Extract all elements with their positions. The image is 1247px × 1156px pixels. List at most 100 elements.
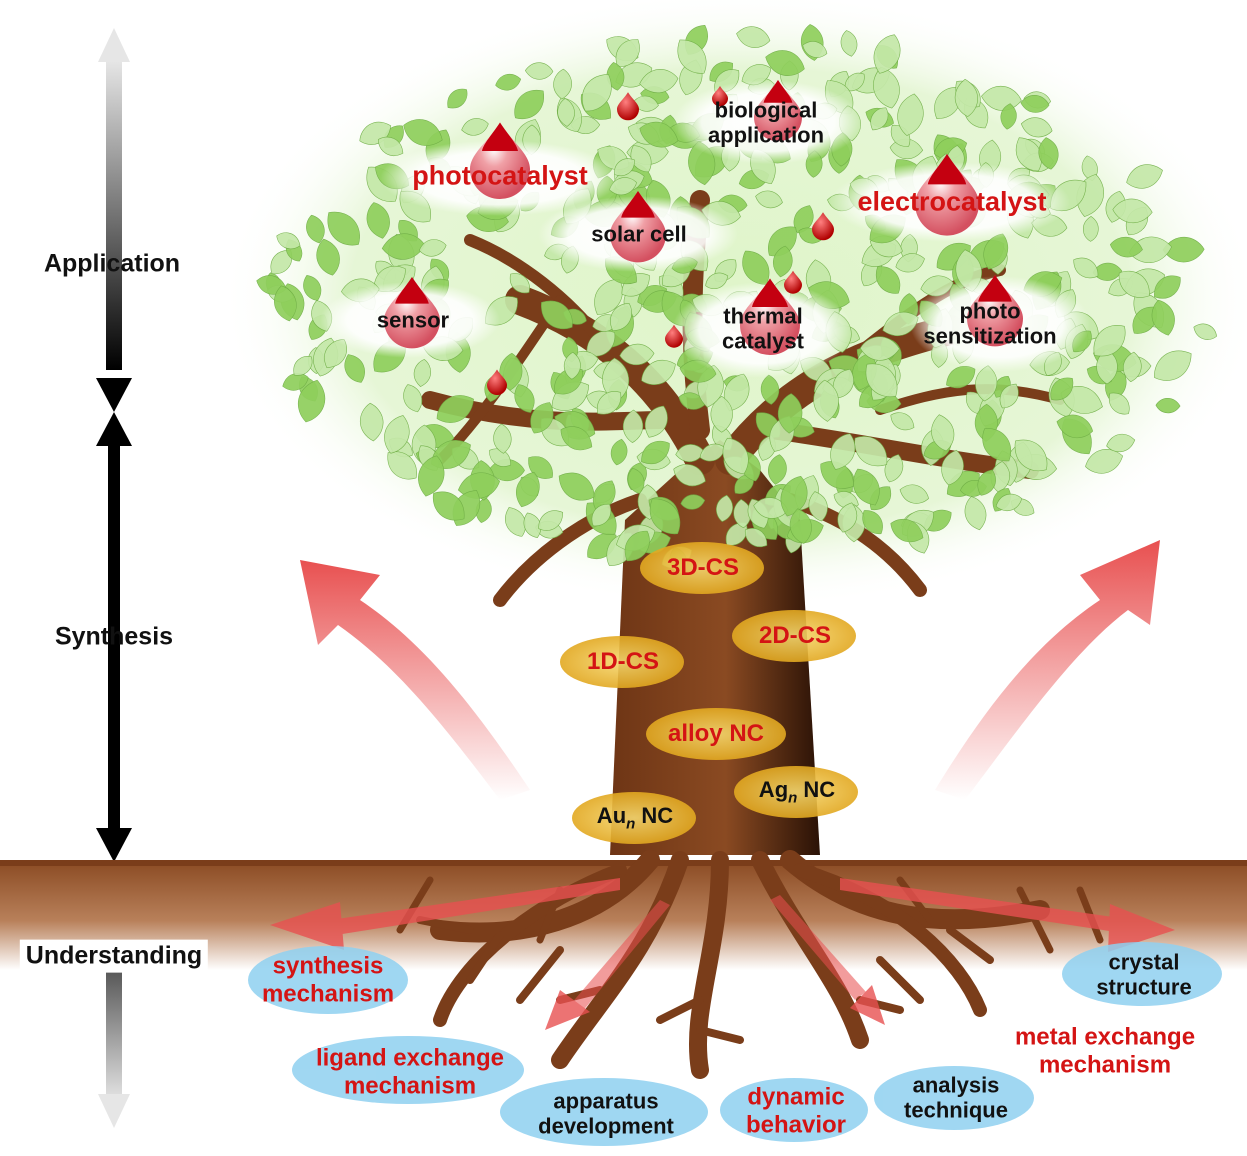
leaf [316,238,340,276]
leaf [436,395,474,423]
leaf [870,107,889,131]
label-line: development [538,1114,674,1139]
leaf [563,351,581,380]
label-au-sub: n [626,815,636,833]
leaf [1000,103,1017,130]
label-sensor: sensor [376,307,450,333]
label-crystal-structure: crystal structure [1096,950,1191,1001]
label-line: mechanism [261,980,395,1007]
leaf [1193,323,1217,340]
label-ligand-exchange-mechanism: ligand exchange mechanism [316,1044,504,1099]
leaf [306,214,325,244]
label-line: photo [959,298,1021,324]
leaf [890,412,915,431]
label-line: behavior [745,1111,847,1138]
label-biological-application: biological application [708,98,824,149]
leaf [837,502,858,533]
leaf [514,89,545,120]
leaf [418,239,447,257]
leaf [432,491,465,521]
fruit-drop [384,277,440,349]
leaf [876,266,901,294]
fruit-drops [384,80,1023,395]
leaf [557,98,575,127]
leaf [802,41,828,58]
label-au-suffix: NC [635,803,674,829]
label-line: sensitization [923,324,1057,349]
leaf [630,145,652,173]
fruit-drop [915,154,979,236]
fruit-drop-small [665,324,683,348]
leaf [553,68,572,100]
leaf [890,519,924,543]
leaf [899,484,929,504]
leaf [765,50,805,76]
label-line: dynamic [747,1083,845,1111]
leaf [495,73,522,91]
leaf [1020,117,1053,138]
leaf [1038,137,1059,170]
fruit-drop-cap [621,191,655,218]
leaf [793,205,814,234]
leaf [619,343,655,366]
leaf [622,409,644,443]
leaf [808,491,828,522]
leaf [1118,270,1150,298]
label-line: technique [904,1098,1008,1123]
leaf [1073,257,1099,279]
leaf [773,245,793,278]
label-metal-exchange-mechanism: metal exchange mechanism [1015,1023,1195,1078]
leaf [493,423,512,454]
leaf [742,250,770,285]
leaf [1050,377,1074,401]
leaf [274,285,297,322]
leaf [1020,95,1050,113]
leaf [1056,414,1094,439]
leaf [413,359,431,387]
leaf [1154,275,1181,299]
label-photo-sensitization: photo sensitization [923,299,1056,350]
leaf [954,78,979,117]
leaf [276,232,301,250]
leaf [1108,392,1130,415]
leaf [418,455,445,497]
leaf [1085,449,1124,474]
leaf [768,226,797,257]
label-au-base: Au [596,803,627,829]
fruit-drop-cap [482,122,518,151]
leaf [581,74,612,112]
leaf [789,508,812,544]
fruit-drop [470,122,530,199]
label-ag-suffix: NC [797,777,836,803]
leaf [680,494,706,510]
leaf [768,454,787,485]
fruit-drop [610,191,666,263]
label-line: thermal [723,303,803,329]
leaf [1109,236,1143,258]
leaf [597,391,622,415]
leaf [639,69,679,94]
leaf [1106,433,1136,453]
leaf [641,440,670,464]
label-solar-cell: solar cell [591,221,687,247]
leaf [610,303,632,332]
root-arrows [270,878,1175,1030]
leaf [840,30,858,57]
leaf [524,62,554,80]
fruit-drop-cap [763,80,793,103]
label-line: synthesis [272,952,384,980]
leaf [447,88,468,109]
leaf [1112,198,1153,223]
fruit-drop-cap [927,154,967,185]
leaf [610,438,628,466]
leaf [1093,325,1126,357]
leaf [1123,351,1142,383]
leaf [678,392,705,410]
leaf [591,503,611,527]
label-line: mechanism [1038,1051,1172,1078]
leaf [282,373,309,391]
leaf [760,374,780,405]
leaf [677,39,707,74]
label-ag-base: Ag [758,777,789,803]
fruit-drop-small [812,212,834,241]
